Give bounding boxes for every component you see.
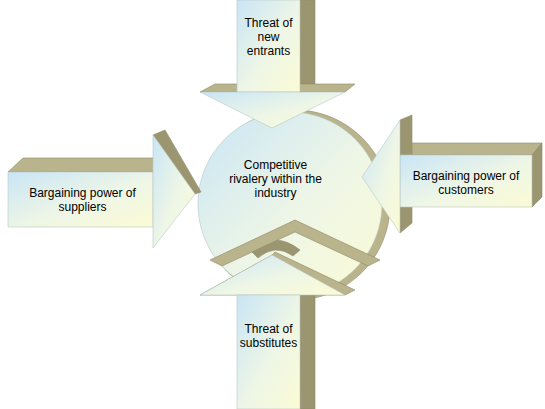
force-label: Threat of substitutes — [235, 322, 302, 350]
shape-face — [8, 158, 165, 172]
shape-face — [210, 220, 380, 266]
shape-face — [237, 295, 300, 409]
threat-arrow: Threat of substitutes — [195, 250, 355, 409]
force-label: Threat of new entrants — [235, 16, 302, 58]
force-arrow: Bargaining power of suppliers — [5, 130, 200, 252]
shape-face — [362, 120, 400, 233]
force-label: Bargaining power of customers — [400, 169, 532, 197]
force-arrow: Bargaining power of customers — [360, 115, 545, 237]
shape-face — [200, 255, 345, 295]
shape-face — [200, 252, 355, 295]
shape-face — [300, 0, 315, 92]
shape-face — [153, 135, 195, 248]
threat-arrow: Threat of new entrants — [195, 0, 355, 135]
force-label: Bargaining power of suppliers — [15, 186, 150, 214]
force-label: Competitive rivalery within the industry — [228, 158, 323, 200]
shape-face — [400, 143, 542, 155]
shape-face — [300, 288, 315, 409]
shape-face — [198, 112, 382, 296]
shape-face — [400, 155, 532, 207]
shape-face — [8, 172, 153, 227]
shape-face — [532, 143, 542, 207]
